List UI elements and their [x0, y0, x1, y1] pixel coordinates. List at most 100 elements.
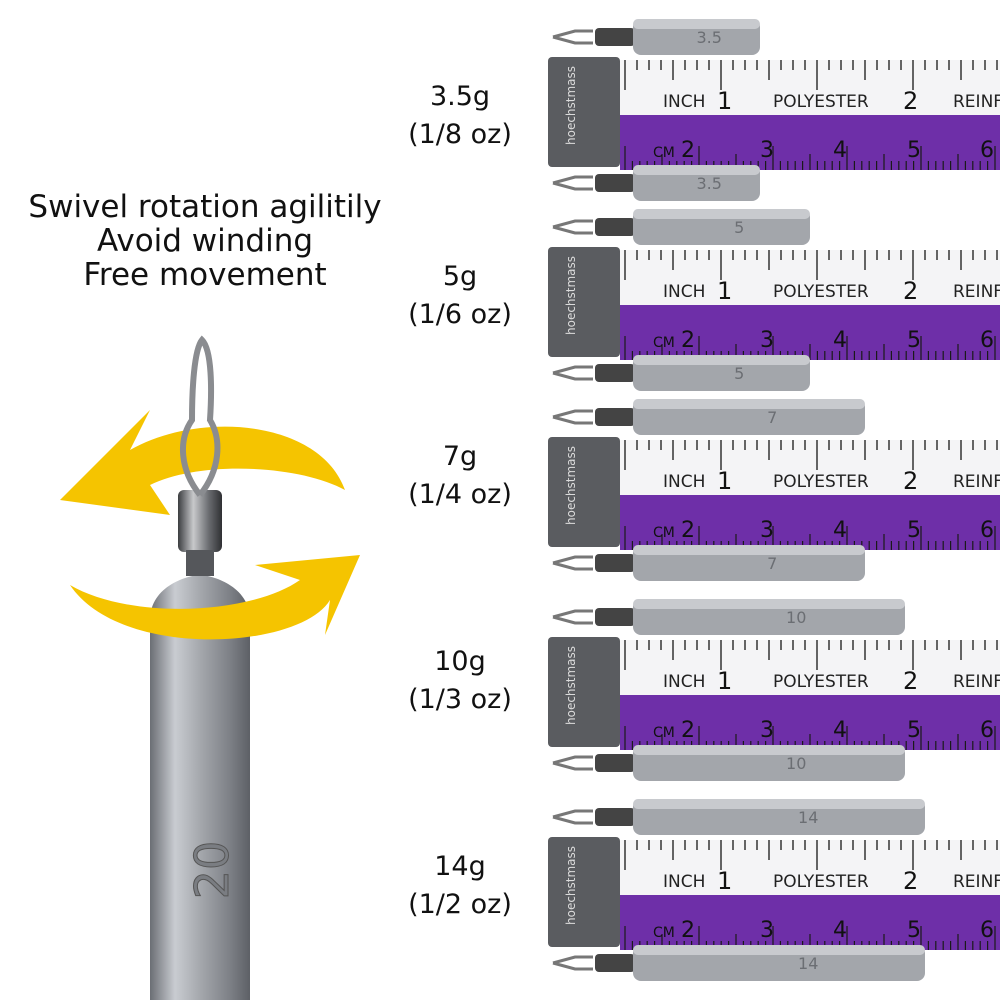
- cm-number-5: 5: [907, 138, 921, 163]
- inch-number-1: 1: [717, 867, 732, 895]
- sinker-bottom: 10: [552, 745, 905, 781]
- cm-number-6: 6: [980, 718, 994, 743]
- weight-label-14g: 14g (1/2 oz): [395, 848, 525, 924]
- reinf-label: REINF: [953, 672, 1000, 692]
- weight-label-5g: 5g (1/6 oz): [395, 258, 525, 334]
- inch-label: INCH: [663, 282, 705, 302]
- sinker-stamp: 3.5: [696, 174, 721, 193]
- sinker-top: 5: [552, 209, 810, 245]
- weight-oz: (1/6 oz): [408, 299, 512, 330]
- polyester-label: POLYESTER: [773, 672, 869, 692]
- weight-grams: 10g: [434, 646, 486, 677]
- tape-brand: hoechstmass: [564, 256, 578, 335]
- inch-number-2: 2: [903, 87, 918, 115]
- cm-number-3: 3: [760, 718, 774, 743]
- cm-number-3: 3: [760, 918, 774, 943]
- inch-number-2: 2: [903, 467, 918, 495]
- sinker-stamp: 3.5: [696, 28, 721, 47]
- weight-label-10g: 10g (1/3 oz): [395, 643, 525, 719]
- weight-grams: 7g: [442, 441, 478, 472]
- weight-oz: (1/4 oz): [408, 479, 512, 510]
- cm-number-2: 2: [681, 138, 695, 163]
- inch-label: INCH: [663, 872, 705, 892]
- tape-brand: hoechstmass: [564, 846, 578, 925]
- polyester-label: POLYESTER: [773, 872, 869, 892]
- cm-number-5: 5: [907, 518, 921, 543]
- weight-oz: (1/2 oz): [408, 889, 512, 920]
- sinker-stamp: 14: [798, 954, 818, 973]
- cm-number-2: 2: [681, 328, 695, 353]
- polyester-label: POLYESTER: [773, 472, 869, 492]
- reinf-label: REINF: [953, 282, 1000, 302]
- tape-brand: hoechstmass: [564, 646, 578, 725]
- inch-number-1: 1: [717, 87, 732, 115]
- headline: Swivel rotation agilitily Avoid winding …: [0, 190, 410, 300]
- weight-grams: 14g: [434, 851, 486, 882]
- sinker-bottom: 3.5: [552, 165, 760, 201]
- cm-label: CM: [653, 925, 675, 941]
- reinf-label: REINF: [953, 472, 1000, 492]
- cm-label: CM: [653, 145, 675, 161]
- cm-number-2: 2: [681, 718, 695, 743]
- polyester-label: POLYESTER: [773, 92, 869, 112]
- sinker-stamp: 7: [767, 554, 777, 573]
- sinker-top: 3.5: [552, 19, 760, 55]
- tape-clip: [548, 247, 620, 357]
- weight-oz: (1/3 oz): [408, 684, 512, 715]
- inch-number-2: 2: [903, 867, 918, 895]
- cm-number-4: 4: [833, 138, 847, 163]
- cm-number-3: 3: [760, 328, 774, 353]
- inch-number-2: 2: [903, 667, 918, 695]
- sinker-stamp: 10: [786, 754, 806, 773]
- inch-label: INCH: [663, 472, 705, 492]
- sinker-top: 14: [552, 799, 925, 835]
- headline-line-1: Swivel rotation agilitily: [28, 189, 382, 225]
- sinker-stamp: 20: [185, 841, 239, 900]
- inch-number-1: 1: [717, 277, 732, 305]
- sinker-stamp: 7: [767, 408, 777, 427]
- sinker-top: 10: [552, 599, 905, 635]
- cm-number-4: 4: [833, 518, 847, 543]
- cm-label: CM: [653, 335, 675, 351]
- cm-number-6: 6: [980, 328, 994, 353]
- cm-number-3: 3: [760, 518, 774, 543]
- inch-number-1: 1: [717, 667, 732, 695]
- tape-clip: [548, 437, 620, 547]
- sinker-stamp: 5: [734, 218, 744, 237]
- sinker-bottom: 7: [552, 545, 865, 581]
- cm-number-4: 4: [833, 918, 847, 943]
- headline-line-3: Free movement: [83, 257, 327, 293]
- rotation-arrow-right: [70, 555, 360, 640]
- inch-label: INCH: [663, 92, 705, 112]
- tape-brand: hoechstmass: [564, 446, 578, 525]
- sinker-body: [150, 575, 250, 1000]
- tape-clip: [548, 57, 620, 167]
- inch-number-2: 2: [903, 277, 918, 305]
- weight-grams: 5g: [442, 261, 478, 292]
- cm-number-5: 5: [907, 918, 921, 943]
- swivel-barrel: [178, 490, 222, 552]
- tape-brand: hoechstmass: [564, 66, 578, 145]
- cm-number-5: 5: [907, 718, 921, 743]
- sinker-top: 7: [552, 399, 865, 435]
- cm-label: CM: [653, 525, 675, 541]
- weight-oz: (1/8 oz): [408, 119, 512, 150]
- cm-number-2: 2: [681, 918, 695, 943]
- cm-number-4: 4: [833, 718, 847, 743]
- headline-line-2: Avoid winding: [96, 223, 314, 259]
- cm-number-6: 6: [980, 918, 994, 943]
- tape-clip: [548, 837, 620, 947]
- sinker-stamp: 14: [798, 808, 818, 827]
- sinker-stamp: 5: [734, 364, 744, 383]
- weight-label-3-5g: 3.5g (1/8 oz): [395, 78, 525, 154]
- cm-number-2: 2: [681, 518, 695, 543]
- cm-number-6: 6: [980, 518, 994, 543]
- reinf-label: REINF: [953, 872, 1000, 892]
- swivel-wire: [180, 335, 221, 497]
- tape-clip: [548, 637, 620, 747]
- weight-grams: 3.5g: [429, 81, 491, 112]
